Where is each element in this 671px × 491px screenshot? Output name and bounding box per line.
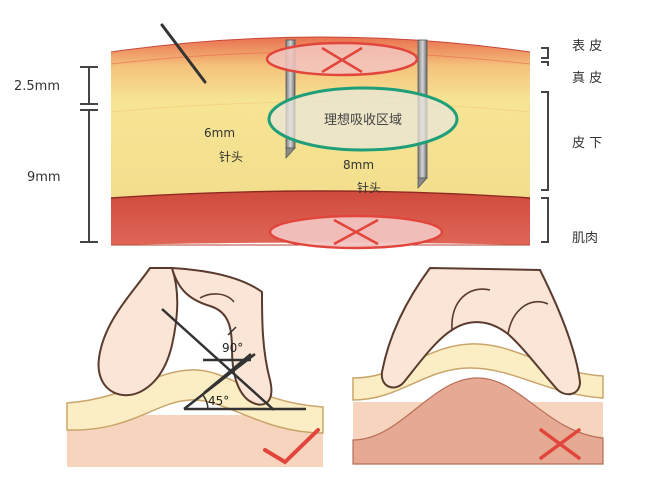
layer-epidermis: 表 皮 xyxy=(572,39,602,54)
index-finger xyxy=(170,266,273,406)
measure-9mm: 9mm xyxy=(27,170,61,185)
ideal-absorption-zone: 理想吸收区域 xyxy=(267,86,459,152)
pinch-incorrect-panel xyxy=(352,266,604,465)
layer-muscle: 肌肉 xyxy=(572,231,598,246)
layer-brackets xyxy=(541,47,549,243)
cross-mark-icon xyxy=(539,428,581,460)
angle-45-label: 45° xyxy=(208,394,229,408)
thumb xyxy=(97,267,179,397)
pinch-correct-panel: 90° 45° xyxy=(66,266,324,467)
ideal-zone-label: 理想吸收区域 xyxy=(324,112,402,128)
layer-subcutaneous: 皮 下 xyxy=(572,136,602,151)
check-mark-icon xyxy=(263,428,320,465)
hand-pinching xyxy=(380,266,582,396)
needle-6mm-label: 针头 xyxy=(219,149,243,164)
angle-90-label: 90° xyxy=(222,341,243,355)
needle-6mm-length: 6mm xyxy=(204,126,235,140)
needle-8mm-label: 针头 xyxy=(357,180,381,195)
measure-2-5mm: 2.5mm xyxy=(14,79,60,94)
needle-6mm xyxy=(285,39,296,160)
depth-scale xyxy=(80,66,98,243)
wrong-zone-epidermis xyxy=(265,41,419,77)
pointer-line xyxy=(160,23,207,84)
layer-dermis: 真 皮 xyxy=(572,71,602,86)
wrong-zone-muscle xyxy=(268,214,444,250)
needle-8mm-length: 8mm xyxy=(343,158,374,172)
